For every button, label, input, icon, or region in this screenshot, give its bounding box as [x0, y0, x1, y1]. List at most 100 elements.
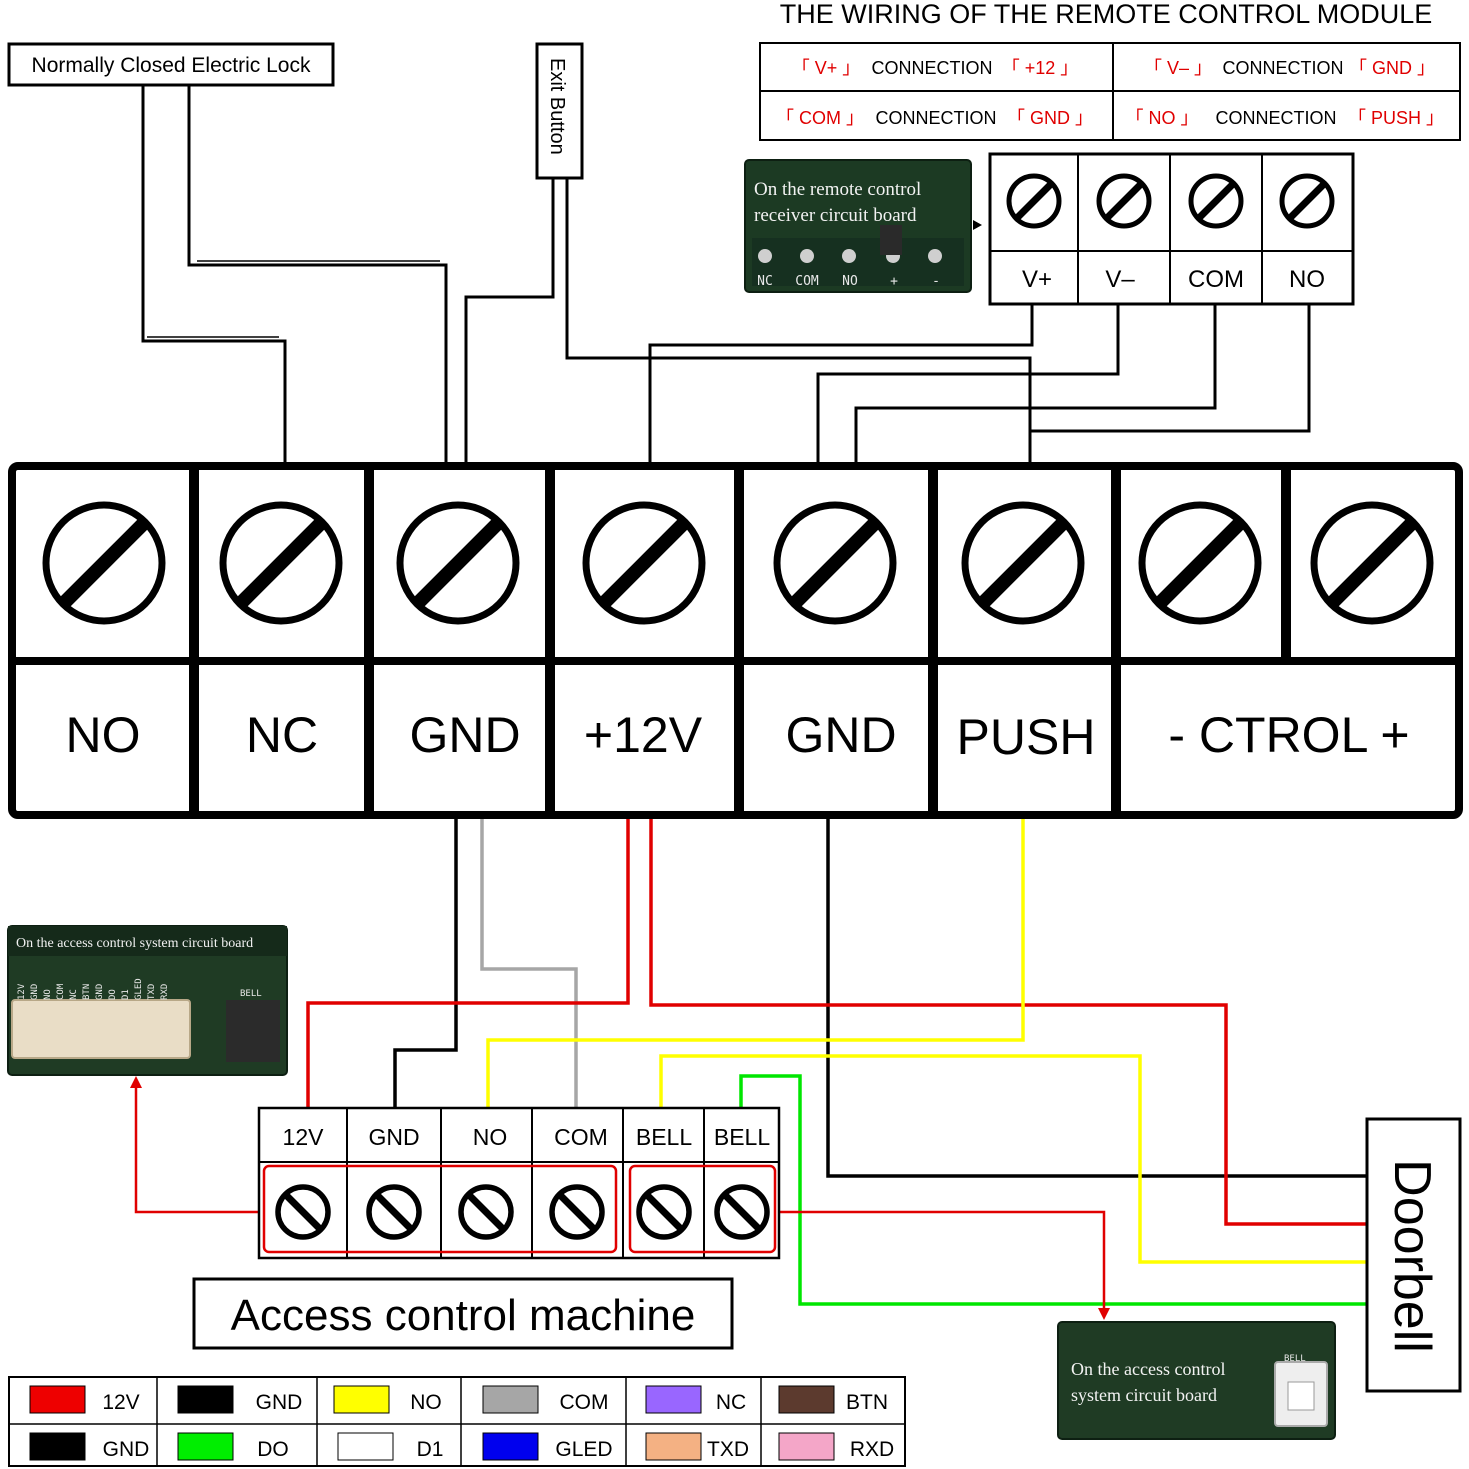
access-terminal-label: 12V [283, 1124, 325, 1150]
access-terminal-label: COM [554, 1124, 608, 1150]
wiring-table-conn: CONNECTION [1216, 108, 1337, 128]
legend-swatch [778, 1432, 835, 1461]
pcb-pin-label: GND [30, 984, 40, 1000]
legend-swatch [482, 1432, 539, 1461]
screw-icon [1006, 173, 1062, 229]
legend-label: COM [560, 1391, 609, 1414]
legend-label: D1 [417, 1438, 444, 1461]
bell-label: BELL [1284, 1354, 1306, 1364]
wiring-table-cell-a: 「 COM 」 [776, 108, 864, 128]
connector [11, 999, 191, 1059]
screw-icon [275, 1184, 331, 1240]
exit-button: Exit Button [535, 42, 584, 180]
access-terminal-label: NO [473, 1124, 508, 1150]
remote-board-caption-line1: On the remote control [754, 179, 921, 200]
bell-board-caption-line1: On the access control [1071, 1359, 1225, 1379]
pin-label: NC [757, 274, 773, 289]
screw-icon [636, 1184, 692, 1240]
terminal-label-push: PUSH [957, 709, 1096, 765]
wiring-table-cell-a: 「 V– 」 [1144, 58, 1212, 78]
screw-icon [1310, 501, 1434, 625]
pcb-pin-label: BTN [82, 984, 92, 1000]
terminal-label-no: NO [66, 707, 141, 763]
pcb-pin-label: NO [43, 989, 53, 1000]
legend-swatch [177, 1385, 234, 1414]
remote-receiver-board: On the remote control receiver circuit b… [744, 159, 982, 293]
screw-icon [549, 1184, 605, 1240]
bell-connector [226, 1000, 280, 1062]
legend-label: TXD [707, 1438, 749, 1461]
wiring-table-cell-a: 「 NO 」 [1125, 108, 1198, 128]
terminal-label-nc: NC [246, 707, 318, 763]
terminal-label-12v: +12V [584, 707, 703, 763]
legend-swatch [645, 1385, 702, 1414]
solder-pad [928, 249, 942, 263]
highlight-box [262, 1164, 618, 1254]
terminal-label-ctrol: - CTROL + [1168, 707, 1409, 763]
legend-swatch [778, 1385, 835, 1414]
legend-label: GND [256, 1391, 303, 1414]
highlight-box [628, 1164, 777, 1254]
legend-label: NO [410, 1391, 442, 1414]
main-terminal-block: NO NC GND +12V GND PUSH - CTROL + [8, 462, 1463, 819]
access-terminal-block: 12V GND NO COM BELL BELL [257, 1106, 781, 1260]
legend-swatch [29, 1432, 86, 1461]
legend-swatch [177, 1432, 234, 1461]
screw-icon [1096, 173, 1152, 229]
screw-icon [42, 501, 166, 625]
screw-icon [582, 501, 706, 625]
access-terminal-label: BELL [636, 1124, 692, 1150]
legend-label: BTN [846, 1391, 888, 1414]
access-board-photo: On the access control system circuit boa… [7, 925, 288, 1076]
access-machine: Access control machine [192, 1277, 734, 1350]
legend-label: 12V [102, 1391, 139, 1414]
legend: 12V GND NO COM NC BTN GND DO D1 GLED TXD… [8, 1376, 906, 1467]
diagram-title: THE WIRING OF THE REMOTE CONTROL MODULE [780, 0, 1433, 29]
legend-swatch [482, 1385, 539, 1414]
electric-lock: Normally Closed Electric Lock [7, 42, 335, 87]
remote-terminal-label: V– [1105, 266, 1135, 293]
access-machine-label: Access control machine [231, 1291, 696, 1340]
wiring-table-conn: CONNECTION [876, 108, 997, 128]
solder-pad [800, 249, 814, 263]
solder-pad [842, 249, 856, 263]
access-terminal-label: GND [368, 1124, 419, 1150]
pin-label: - [932, 274, 940, 289]
remote-board-caption-line2: receiver circuit board [754, 205, 917, 226]
pcb-pin-label: DO [108, 989, 118, 1000]
arrow-icon [973, 220, 982, 230]
wiring-table-cell-b: 「 PUSH 」 [1348, 108, 1444, 128]
remote-terminal-block: V+ V– COM NO [988, 152, 1355, 306]
doorbell: Doorbell [1365, 1117, 1462, 1393]
legend-label: GND [103, 1438, 150, 1461]
connector [880, 225, 902, 255]
exit-button-label: Exit Button [546, 58, 568, 155]
legend-swatch [337, 1432, 394, 1461]
pcb-pin-label: D1 [121, 989, 131, 1000]
legend-label: NC [716, 1391, 746, 1414]
pcb-pin-label: RXD [160, 984, 170, 1000]
black-wires-top [141, 85, 1311, 463]
wiring-table-conn: CONNECTION [872, 58, 993, 78]
screw-icon [366, 1184, 422, 1240]
pcb-pin-label: GLED [134, 978, 144, 1000]
access-board-caption: On the access control system circuit boa… [16, 936, 253, 951]
doorbell-label: Doorbell [1383, 1159, 1441, 1353]
screw-icon [1279, 173, 1335, 229]
terminal-label-gnd: GND [409, 707, 520, 763]
terminal-label-gnd: GND [785, 707, 896, 763]
bell-board-caption-line2: system circuit board [1071, 1385, 1217, 1405]
screw-icon [219, 501, 343, 625]
pin-label: + [890, 274, 898, 289]
screw-icon [1138, 501, 1262, 625]
remote-terminal-label: NO [1289, 266, 1325, 293]
legend-label: RXD [850, 1438, 894, 1461]
screw-icon [458, 1184, 514, 1240]
screw-icon [1188, 173, 1244, 229]
bottom-wires [130, 819, 1366, 1320]
pcb-pin-label: TXD [147, 984, 157, 1000]
access-terminal-label: BELL [714, 1124, 770, 1150]
screw-icon [714, 1184, 770, 1240]
wiring-table-cell-b: 「 GND 」 [1007, 108, 1093, 128]
